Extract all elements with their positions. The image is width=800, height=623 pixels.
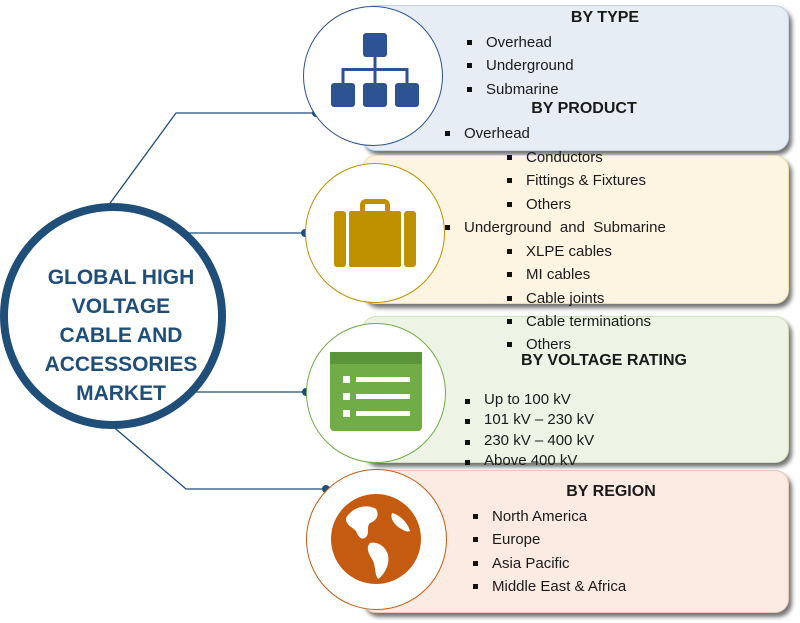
list-item: Europe bbox=[470, 528, 626, 551]
by-voltage-list: Up to 100 kV 101 kV – 230 kV 230 kV – 40… bbox=[462, 390, 594, 471]
list-item: Others bbox=[504, 193, 646, 216]
list-item: MI cables bbox=[504, 263, 651, 286]
center-title: GLOBAL HIGH VOLTAGE CABLE AND ACCESSORIE… bbox=[44, 266, 198, 405]
list-item: Up to 100 kV bbox=[462, 390, 594, 410]
type-icon-circle bbox=[303, 6, 443, 146]
list-item: Cable joints bbox=[504, 287, 651, 310]
connector-type bbox=[107, 112, 316, 207]
list-item: 101 kV – 230 kV bbox=[462, 410, 594, 430]
list-item: Underground and Submarine bbox=[442, 216, 666, 239]
list-item: North America bbox=[470, 505, 626, 528]
globe-icon bbox=[331, 494, 421, 584]
list-item: Overhead bbox=[442, 122, 530, 145]
by-region-title: BY REGION bbox=[566, 483, 656, 500]
list-item: Submarine bbox=[464, 78, 574, 101]
list-item: Above 400 kV bbox=[462, 451, 594, 471]
region-icon-circle bbox=[306, 469, 447, 610]
list-item: Cable terminations bbox=[504, 310, 651, 333]
by-product-title: BY PRODUCT bbox=[531, 100, 637, 117]
by-product-underground-sublist: XLPE cables MI cables Cable joints Cable… bbox=[504, 240, 651, 356]
list-item: Overhead bbox=[464, 31, 574, 54]
list-item: Underground bbox=[464, 54, 574, 77]
by-product-underground-list: Underground and Submarine bbox=[442, 216, 666, 239]
briefcase-icon bbox=[334, 199, 416, 267]
by-region-list: North America Europe Asia Pacific Middle… bbox=[470, 505, 626, 598]
by-product-overhead-list: Overhead bbox=[442, 122, 530, 145]
connector-region bbox=[109, 423, 326, 490]
list-item: Asia Pacific bbox=[470, 552, 626, 575]
list-item: Fittings & Fixtures bbox=[504, 169, 646, 192]
list-item: 230 kV – 400 kV bbox=[462, 431, 594, 451]
product-icon-circle bbox=[305, 163, 445, 303]
by-type-list: Overhead Underground Submarine bbox=[464, 31, 574, 101]
list-icon bbox=[330, 352, 422, 431]
by-type-title: BY TYPE bbox=[570, 9, 640, 26]
list-item: Conductors bbox=[504, 146, 646, 169]
hierarchy-icon bbox=[331, 33, 419, 107]
list-item: XLPE cables bbox=[504, 240, 651, 263]
list-item: Others bbox=[504, 333, 651, 356]
by-voltage-title: BY VOLTAGE RATING bbox=[521, 352, 687, 369]
center-circle: GLOBAL HIGH VOLTAGE CABLE AND ACCESSORIE… bbox=[0, 203, 226, 429]
list-item: Middle East & Africa bbox=[470, 575, 626, 598]
by-product-overhead-sublist: Conductors Fittings & Fixtures Others bbox=[504, 146, 646, 216]
voltage-icon-circle bbox=[306, 323, 446, 463]
